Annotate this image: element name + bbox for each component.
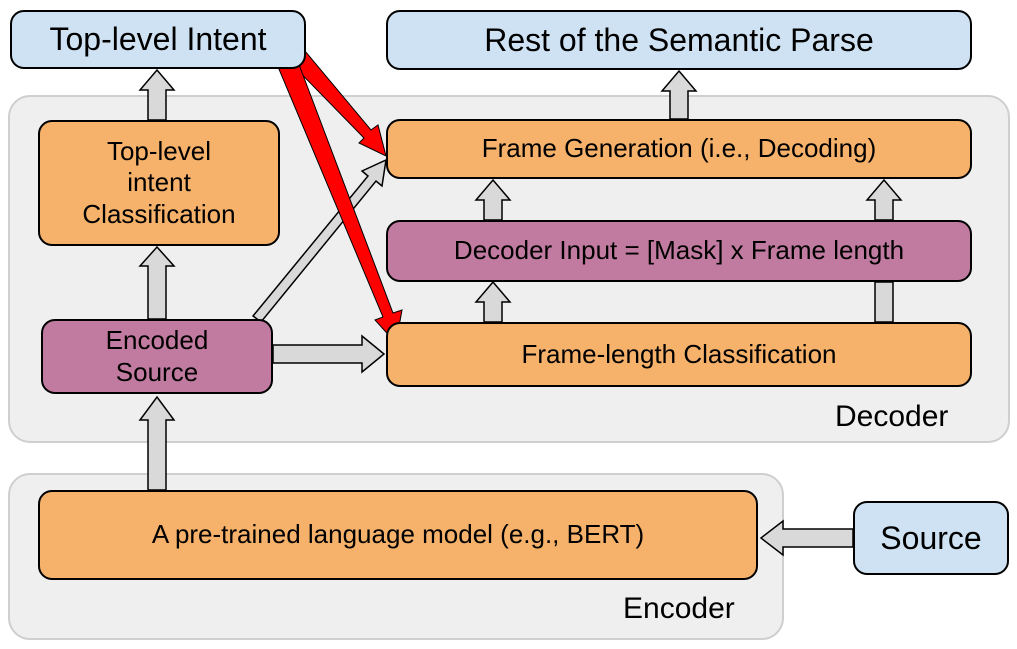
arrow-to-rest-parse (660, 69, 698, 120)
encoder-label: Encoder (623, 592, 735, 625)
arrow-source-to-lm (759, 519, 854, 557)
arrow-to-intent-classification (138, 245, 176, 320)
arrow-encoded-to-frame-length (272, 334, 386, 374)
arrow-length-to-decoder-input-left (474, 280, 512, 323)
rest-of-semantic-parse-box: Rest of the Semantic Parse (386, 10, 972, 70)
red-arrow-intent-to-frame-generation (277, 38, 387, 157)
decoder-input-box: Decoder Input = [Mask] x Frame length (386, 220, 972, 282)
connector-length-to-decoder-input-right (874, 281, 894, 323)
encoded-source-box: Encoded Source (41, 319, 273, 394)
decoder-label: Decoder (835, 400, 949, 433)
arrow-to-top-intent (138, 68, 176, 121)
top-level-intent-classification-box: Top-level intent Classification (38, 120, 280, 246)
arrow-encoded-to-frame-generation (251, 158, 387, 324)
arrow-decoder-input-to-generation-left (474, 178, 512, 221)
arrow-lm-to-encoded-source (138, 395, 176, 491)
pretrained-language-model-box: A pre-trained language model (e.g., BERT… (38, 490, 758, 580)
top-level-intent-box: Top-level Intent (10, 10, 306, 69)
frame-length-classification-box: Frame-length Classification (386, 322, 972, 387)
source-box: Source (853, 501, 1009, 575)
frame-generation-box: Frame Generation (i.e., Decoding) (386, 119, 972, 179)
arrow-decoder-input-to-generation-right (865, 178, 903, 221)
